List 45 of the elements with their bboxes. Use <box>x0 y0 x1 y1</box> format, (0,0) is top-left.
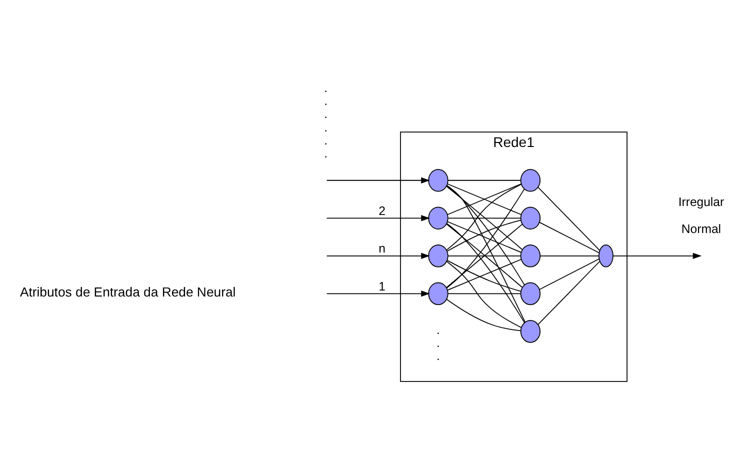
connector <box>446 223 525 324</box>
node-circle <box>520 206 541 230</box>
arrow <box>612 252 702 259</box>
label: . <box>324 94 328 108</box>
connector <box>540 255 599 256</box>
node-circle <box>428 168 448 192</box>
connector <box>448 293 522 294</box>
node-circle <box>598 244 614 268</box>
node-circle <box>428 282 448 306</box>
label: . <box>436 336 440 350</box>
connector <box>448 218 522 219</box>
connector <box>448 180 522 181</box>
label: . <box>436 349 440 364</box>
connector <box>446 298 522 332</box>
edge-label: 1 <box>378 279 386 294</box>
label: . <box>324 80 328 95</box>
arrow <box>326 177 430 184</box>
label: . <box>324 146 328 161</box>
connector <box>538 186 600 251</box>
arrow <box>326 215 430 222</box>
label: Normal <box>681 222 722 236</box>
connector <box>448 255 522 256</box>
label: Atributos de Entrada da Rede Neural <box>20 284 236 300</box>
edge-label: 2 <box>378 204 386 218</box>
node-circle <box>428 206 448 230</box>
edge-label: n <box>378 242 386 256</box>
label: Irregular <box>678 195 724 210</box>
label: . <box>436 322 440 337</box>
arrow <box>326 290 430 297</box>
connector <box>539 222 600 254</box>
connector <box>446 260 522 328</box>
node-circle <box>520 168 541 192</box>
connector <box>446 224 523 288</box>
node-circle <box>520 244 541 268</box>
label: . <box>324 107 328 122</box>
label: . <box>324 134 328 148</box>
connector <box>538 260 600 325</box>
node-circle <box>428 244 448 268</box>
node-circle <box>520 320 541 343</box>
connector <box>446 185 526 322</box>
label: . <box>324 120 328 134</box>
arrow <box>326 252 430 259</box>
connector <box>539 258 600 290</box>
connector <box>447 183 522 216</box>
node-circle <box>520 282 541 306</box>
